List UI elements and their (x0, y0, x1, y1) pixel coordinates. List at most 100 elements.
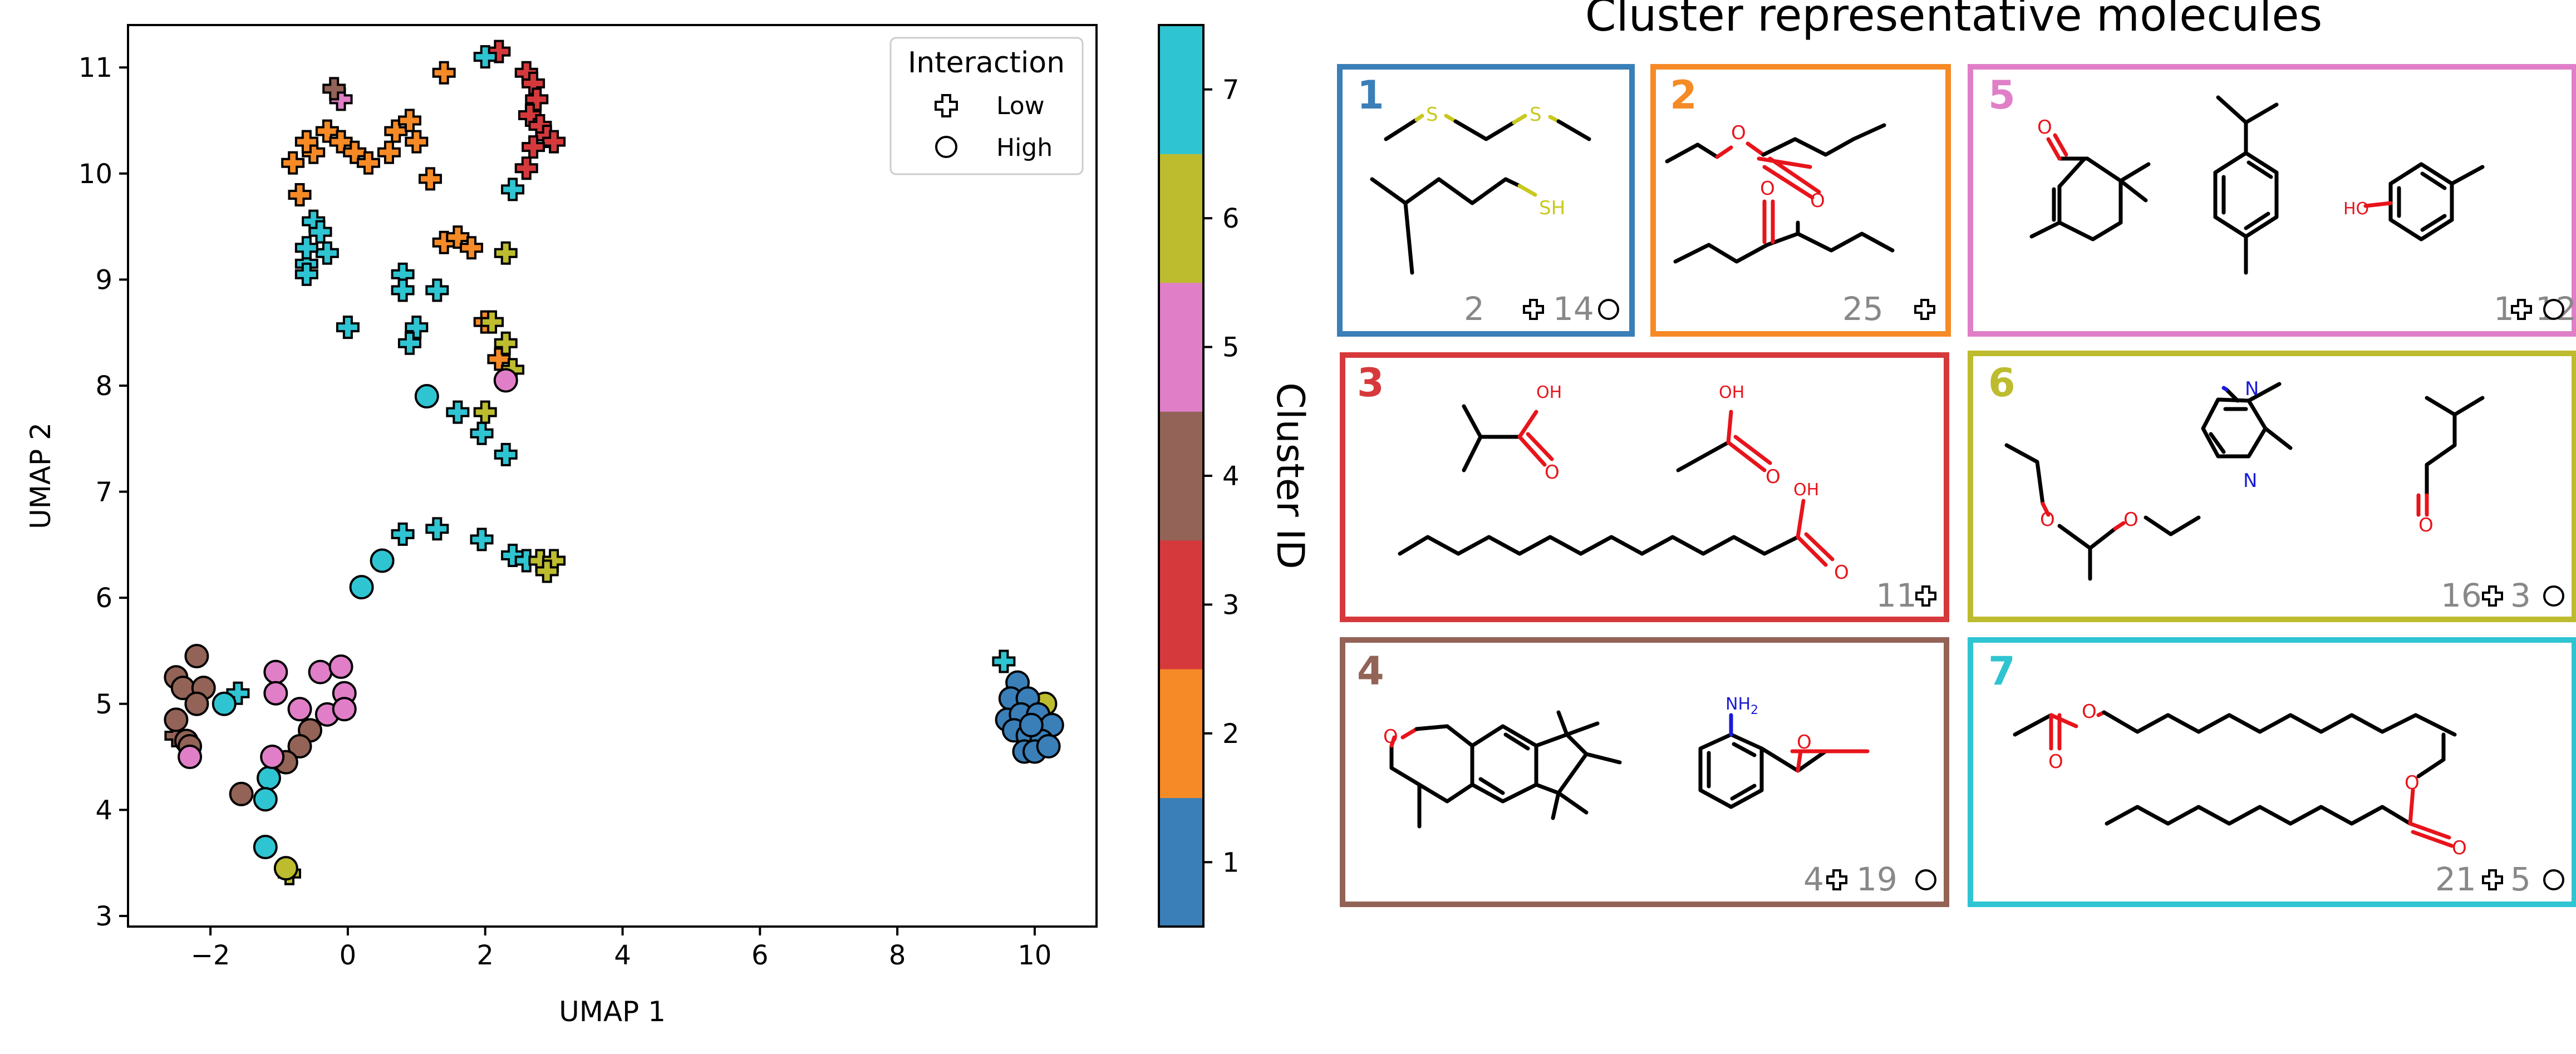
data-point-high (263, 659, 288, 684)
data-point-low (494, 331, 518, 355)
legend-low-label: Low (996, 92, 1045, 120)
cluster-7-high-count: 5 (2510, 860, 2531, 898)
molecule-4b: NH2 O (1698, 695, 1870, 809)
legend-high-label: High (996, 134, 1053, 162)
molecule-6c: O (2416, 396, 2485, 536)
data-point-low (494, 241, 518, 265)
colorbar-tick-label: 5 (1222, 332, 1240, 363)
colorbar-tick-label: 4 (1222, 461, 1240, 492)
colorbar-segment (1159, 282, 1203, 412)
atom-oh: OH (1719, 383, 1744, 402)
cluster-box-7: 7 O O O O 21 5 (1968, 637, 2576, 907)
cluster-7-frame (1968, 637, 2576, 907)
data-point-high (263, 681, 288, 706)
legend-high-marker (935, 136, 957, 158)
colorbar-segment (1159, 540, 1203, 669)
legend-low-marker (935, 94, 958, 117)
cluster-1-high-icon (1598, 299, 1619, 320)
cluster-2-frame (1650, 64, 1951, 337)
x-tick-label: 6 (751, 940, 769, 971)
x-tick-label: 4 (614, 940, 631, 971)
atom-nh2: NH2 (1725, 695, 1758, 717)
molecule-3b: OH O (1676, 383, 1781, 488)
data-point-low (405, 316, 429, 339)
colorbar-tick-label: 6 (1222, 203, 1240, 234)
molecule-3c: OH O (1398, 480, 1849, 584)
data-point-high (178, 745, 203, 770)
data-point-high (184, 644, 209, 668)
molecule-5a: O (2029, 116, 2151, 242)
data-point-low (473, 45, 497, 69)
cluster-box-1: 1 S S SH 2 14 (1337, 64, 1635, 337)
atom-o: O (1731, 122, 1746, 144)
molecule-panel: Cluster representative molecules 1 S S S… (1337, 0, 2576, 907)
data-point-high (273, 856, 298, 881)
cluster-3-id: 3 (1357, 360, 1384, 406)
cluster-box-4: 4 O (1340, 637, 1949, 907)
data-point-low (418, 167, 442, 191)
data-point-high (253, 835, 278, 860)
plus-icon (2482, 585, 2503, 607)
cluster-5-low-icon (2511, 299, 2532, 320)
data-point-high (493, 368, 518, 393)
data-point-high (370, 548, 395, 573)
x-tick-label: 10 (1017, 940, 1051, 971)
plus-icon (1914, 299, 1935, 320)
data-point-low (542, 130, 566, 154)
cluster-7-low-count: 21 (2435, 860, 2476, 898)
colorbar-tick-label: 7 (1222, 75, 1240, 106)
cluster-3-low-icon (1915, 585, 1936, 607)
data-point-low (480, 310, 504, 334)
data-point-low (281, 151, 305, 175)
data-point-low (535, 559, 559, 583)
cluster-6-low-count: 16 (2441, 577, 2482, 614)
cluster-4-low-icon (1826, 869, 1847, 890)
colorbar-segment (1159, 669, 1203, 799)
data-point-low (288, 183, 312, 206)
molecule-2b: O (1673, 178, 1895, 264)
cluster-1-low-icon (1523, 299, 1544, 320)
panel-title: Cluster representative molecules (1585, 0, 2323, 41)
molecule-1a: S S (1384, 104, 1591, 141)
plus-icon (1523, 299, 1544, 320)
data-point-low (391, 522, 415, 546)
cluster-5-low-count: 1 (2494, 290, 2514, 328)
cluster-1-high-count: 14 (1553, 290, 1594, 328)
atom-o: O (1383, 726, 1398, 748)
cluster-box-5: 5 O (1968, 64, 2576, 337)
scatter-points (164, 40, 1064, 885)
cluster-6-high-count: 3 (2510, 577, 2531, 614)
cluster-6-high-icon (2543, 585, 2564, 607)
colorbar-segment (1159, 154, 1203, 283)
data-point-high (328, 654, 353, 679)
atom-o: O (2040, 509, 2055, 531)
atom-oh: OH (1793, 480, 1819, 500)
cluster-7-id: 7 (1988, 648, 2015, 694)
cluster-5-id: 5 (1988, 72, 2015, 118)
cluster-4-low-count: 4 (1803, 860, 1824, 898)
atom-o: O (1545, 461, 1560, 484)
cluster-2-low-icon (1914, 299, 1935, 320)
atom-o: O (2082, 701, 2097, 723)
data-point-low (460, 236, 484, 260)
colorbar-tick-label: 3 (1222, 589, 1240, 620)
cluster-4-frame (1340, 637, 1949, 907)
x-tick-label: 0 (340, 940, 357, 971)
molecule-6a: O O (2004, 443, 2201, 581)
data-point-low (473, 400, 497, 424)
cluster-7-low-icon (2482, 869, 2503, 890)
data-point-high (1036, 734, 1061, 759)
cluster-7-high-icon (2543, 869, 2564, 890)
atom-o: O (1834, 562, 1849, 584)
cluster-4-id: 4 (1357, 648, 1384, 694)
cluster-box-2: 2 O O O 25 (1650, 64, 1951, 337)
molecule-4a: O (1383, 710, 1622, 829)
data-point-low (501, 543, 525, 567)
y-tick-label: 7 (95, 477, 112, 508)
cluster-4-high-count: 19 (1856, 860, 1897, 898)
atom-s: S (1530, 104, 1542, 126)
molecule-7a: O O (2013, 701, 2457, 773)
